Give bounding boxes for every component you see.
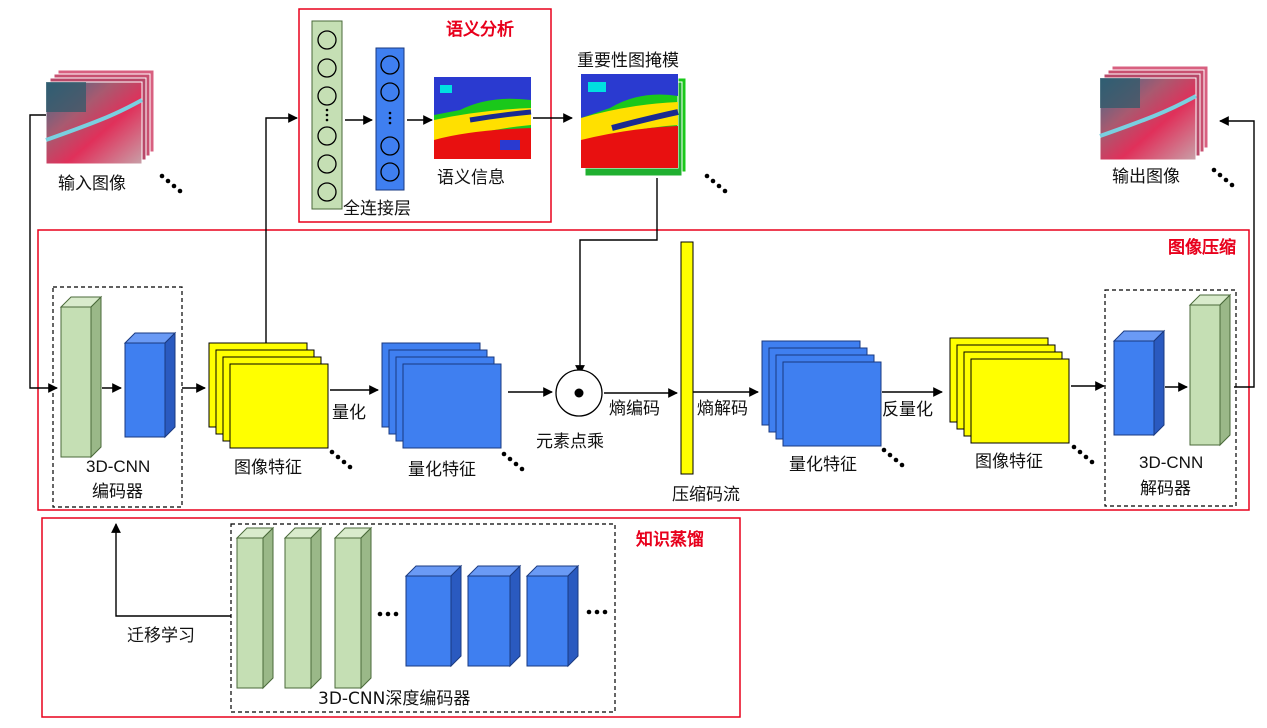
- semantic-info-map: [434, 77, 532, 159]
- compression-title: 图像压缩: [1168, 237, 1236, 258]
- arrow-feat-semantic: [265, 113, 298, 343]
- feat2-label: 图像特征: [975, 452, 1043, 472]
- encoder-label-1: 3D-CNN: [86, 457, 150, 476]
- output-label: 输出图像: [1112, 167, 1180, 187]
- fc-ellipsis-1: [325, 108, 329, 122]
- deep-ellipsis-1: [377, 611, 399, 617]
- encoder-box: [52, 286, 183, 508]
- input-label: 输入图像: [58, 174, 126, 194]
- fc-ellipsis-2: [388, 111, 392, 125]
- deep-green-block-2: [283, 526, 323, 690]
- decoder-box: [1104, 289, 1237, 507]
- elementwise-multiply-node: [555, 369, 603, 417]
- quantized-features-2: [761, 340, 882, 447]
- deep-blue-block-1: [404, 564, 463, 668]
- encoder-label-2: 编码器: [92, 482, 143, 502]
- image-features-2: [949, 337, 1070, 444]
- output-image-stack: [1099, 65, 1209, 161]
- encoder-green-block: [59, 295, 103, 459]
- fc-nodes-2: [380, 55, 400, 182]
- feat2-dots: [1071, 444, 1095, 465]
- quantized-features-1: [381, 342, 502, 449]
- entropy-enc-label: 熵编码: [609, 399, 660, 419]
- bitstream-label: 压缩码流: [672, 485, 740, 505]
- deep-ellipsis-2: [586, 609, 608, 615]
- importance-mask-stack: [580, 73, 687, 177]
- arrow-decoder-output: [1219, 116, 1255, 388]
- bitstream-bar: [680, 241, 694, 475]
- arrow-input-encoder: [29, 114, 58, 393]
- mask-label: 重要性图掩模: [577, 51, 679, 71]
- fc-label: 全连接层: [343, 199, 411, 219]
- deep-green-block-1: [235, 526, 275, 690]
- feat1-dots: [329, 449, 353, 470]
- deep-green-block-3: [333, 526, 373, 690]
- quant2-dots: [881, 447, 905, 468]
- output-dots: [1211, 167, 1235, 188]
- fc-nodes-1: [317, 30, 337, 202]
- image-features-1: [208, 342, 329, 449]
- encoder-blue-block: [123, 331, 177, 439]
- quant-feat1-label: 量化特征: [408, 460, 476, 480]
- input-dots: [159, 173, 183, 194]
- deep-blue-block-2: [466, 564, 522, 668]
- decoder-label-2: 解码器: [1140, 479, 1191, 499]
- distill-frame: [41, 517, 741, 718]
- decoder-label-1: 3D-CNN: [1139, 453, 1203, 472]
- arrow-transfer: [111, 523, 231, 617]
- decoder-blue-block: [1112, 329, 1166, 437]
- mask-dots: [704, 173, 728, 194]
- feat1-label: 图像特征: [234, 458, 302, 478]
- quantize-label: 量化: [332, 403, 366, 423]
- compression-frame: [37, 229, 1250, 511]
- quant-feat2-label: 量化特征: [789, 455, 857, 475]
- semantic-frame: [298, 8, 552, 223]
- quant1-dots: [501, 451, 525, 472]
- deep-encoder-box: [230, 523, 616, 713]
- semantic-title: 语义分析: [446, 19, 514, 40]
- elementwise-label: 元素点乘: [536, 432, 604, 452]
- deep-blue-block-3: [525, 564, 580, 668]
- arrow-mask-multiply: [575, 178, 658, 375]
- deep-encoder-label: 3D-CNN深度编码器: [318, 689, 470, 709]
- decoder-green-block: [1188, 293, 1232, 447]
- input-image-stack: [45, 69, 155, 165]
- transfer-label: 迁移学习: [127, 626, 195, 646]
- semantic-info-label: 语义信息: [437, 168, 505, 188]
- distill-title: 知识蒸馏: [635, 529, 704, 550]
- dequant-label: 反量化: [882, 400, 933, 420]
- entropy-dec-label: 熵解码: [697, 399, 748, 419]
